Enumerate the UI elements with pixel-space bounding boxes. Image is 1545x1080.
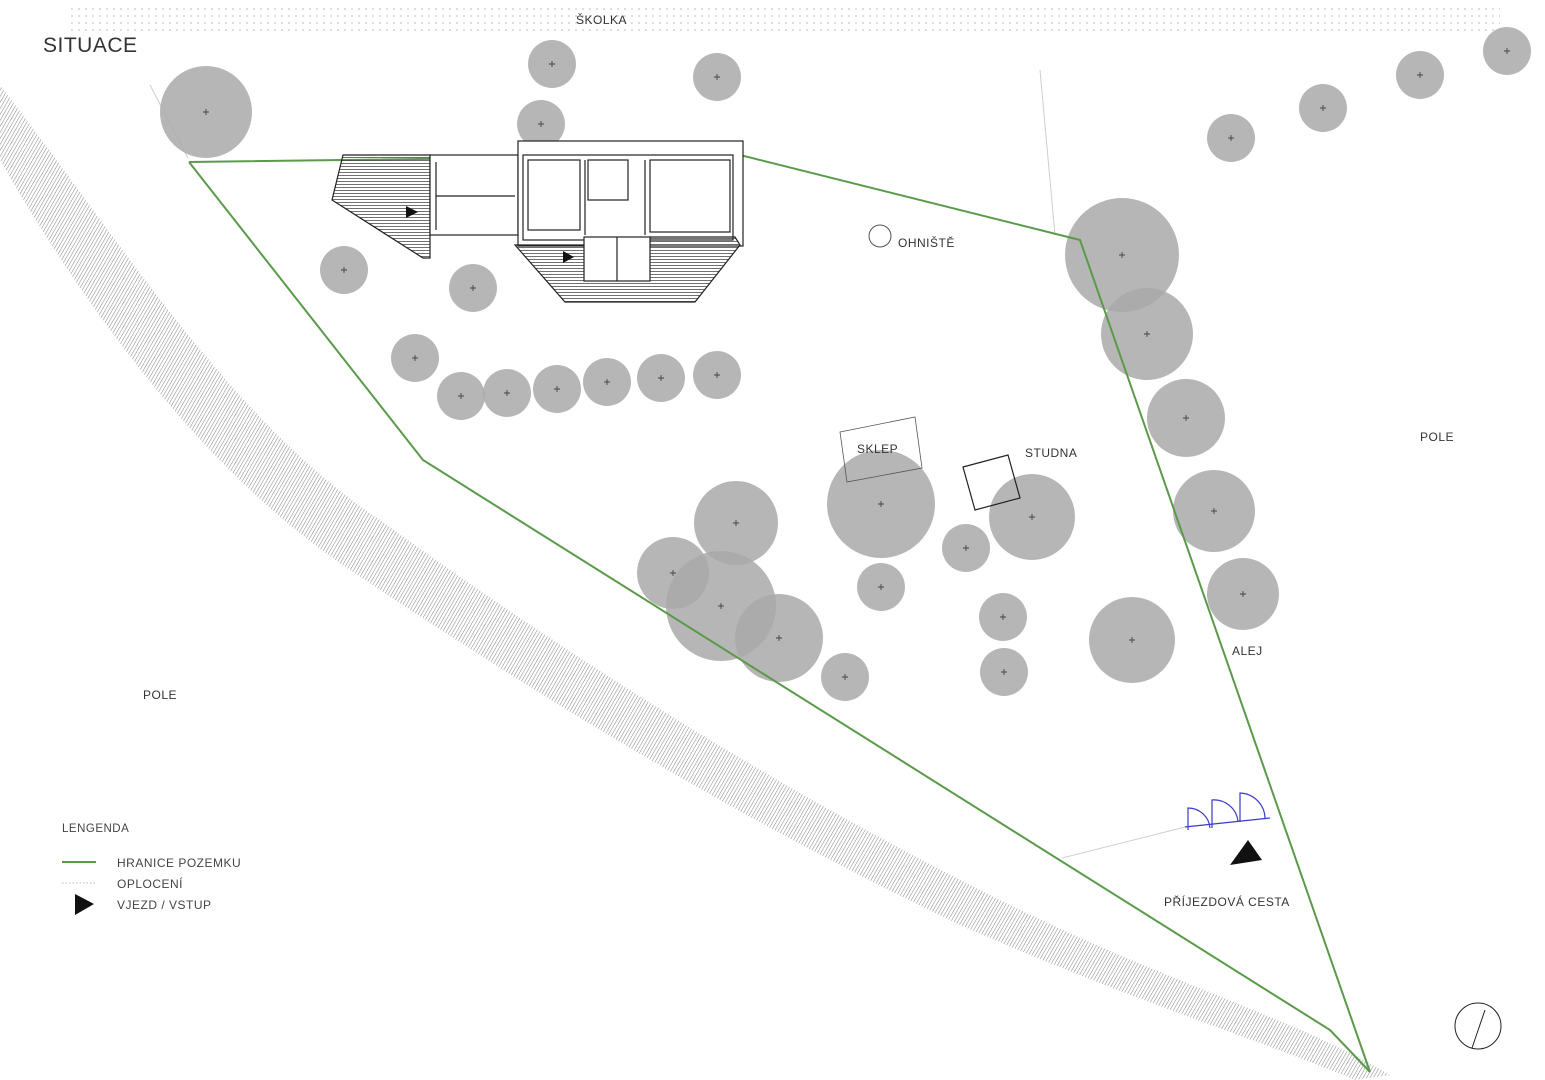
pole-left-label: POLE xyxy=(143,688,178,702)
tree-center-mark xyxy=(718,603,724,609)
tree-center-mark xyxy=(554,386,560,392)
tree-center-mark xyxy=(549,61,555,67)
pole-right-label: POLE xyxy=(1420,430,1455,444)
legend-triangle-icon xyxy=(75,894,94,915)
driveway-entrance-icon xyxy=(1230,840,1262,865)
tree-center-mark xyxy=(1000,614,1006,620)
tree-center-mark xyxy=(1240,591,1246,597)
house xyxy=(331,140,744,303)
north-arrow-icon xyxy=(1454,1002,1502,1050)
tree-center-mark xyxy=(670,570,676,576)
tree-center-mark xyxy=(458,393,464,399)
tree-center-mark xyxy=(1029,514,1035,520)
tree-center-mark xyxy=(878,501,884,507)
page-title: SITUACE xyxy=(43,34,138,57)
tree-center-mark xyxy=(878,584,884,590)
tree-center-mark xyxy=(1228,135,1234,141)
tree-center-mark xyxy=(842,674,848,680)
house-entrance-west-icon xyxy=(406,206,418,218)
sklep-outline xyxy=(839,416,923,483)
tree-center-mark xyxy=(412,355,418,361)
legend-item-boundary: HRANICE POZEMKU xyxy=(117,856,242,870)
tree-center-mark xyxy=(658,375,664,381)
skolka-area xyxy=(70,4,1500,36)
west-terrace xyxy=(331,154,431,259)
gate xyxy=(1184,792,1271,830)
tree-center-mark xyxy=(963,545,969,551)
tree-center-mark xyxy=(1211,508,1217,514)
tree-center-mark xyxy=(341,267,347,273)
studna-label: STUDNA xyxy=(1025,446,1078,460)
tree-center-mark xyxy=(714,372,720,378)
tree-center-mark xyxy=(776,635,782,641)
tree-center-mark xyxy=(470,285,476,291)
tree-center-mark xyxy=(1320,105,1326,111)
skolka-label: ŠKOLKA xyxy=(576,13,628,27)
tree-markers xyxy=(203,48,1510,680)
tree-center-mark xyxy=(1417,72,1423,78)
legend-title: LENGENDA xyxy=(62,823,130,835)
tree-center-mark xyxy=(1183,415,1189,421)
tree-center-mark xyxy=(203,109,209,115)
studna-outline xyxy=(962,454,1021,511)
house-entrance-south-icon xyxy=(563,251,574,263)
prijezdova-cesta-label: PŘÍJEZDOVÁ CESTA xyxy=(1164,895,1290,909)
legend-item-fence: OPLOCENÍ xyxy=(117,877,184,891)
trees xyxy=(160,27,1531,701)
tree-center-mark xyxy=(504,390,510,396)
sklep-label: SKLEP xyxy=(857,442,899,456)
tree-center-mark xyxy=(1504,48,1510,54)
ohniste-circle xyxy=(868,224,892,248)
tree-center-mark xyxy=(1144,331,1150,337)
tree-center-mark xyxy=(1001,669,1007,675)
tree-center-mark xyxy=(604,379,610,385)
tree-center-mark xyxy=(1119,252,1125,258)
tree-center-mark xyxy=(733,520,739,526)
legend-item-entrance: VJEZD / VSTUP xyxy=(117,898,212,912)
tree-center-mark xyxy=(714,74,720,80)
tree-center-mark xyxy=(538,121,544,127)
tree-center-mark xyxy=(1129,637,1135,643)
alej-label: ALEJ xyxy=(1232,644,1263,658)
ohniste-label: OHNIŠTĚ xyxy=(898,236,955,250)
